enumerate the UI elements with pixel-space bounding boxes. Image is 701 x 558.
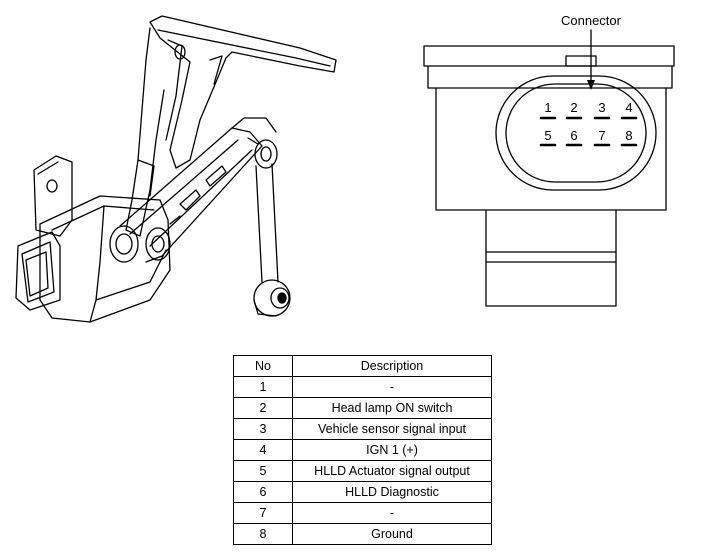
pin-number: 5 (544, 128, 551, 143)
pin-description: HLLD Actuator signal output (292, 460, 492, 482)
sensor-diagram: Connector 1 2 3 4 5 6 7 8 (15, 13, 675, 323)
table-row: 3 Vehicle sensor signal input (233, 418, 492, 440)
pin-number: 6 (570, 128, 577, 143)
connector-top-flange (423, 45, 675, 67)
pin-number: 1 (544, 100, 551, 115)
pin-number: 7 (598, 128, 605, 143)
table-row: 6 HLLD Diagnostic (233, 481, 492, 503)
header-description: Description (292, 355, 492, 377)
pin-number: 3 (598, 100, 605, 115)
pin-no: 1 (233, 376, 293, 398)
pin-description: - (292, 502, 492, 524)
pin-table: No Description 1 - 2 Head lamp ON switch… (233, 355, 492, 545)
pin-no: 4 (233, 439, 293, 461)
pin-description: Ground (292, 523, 492, 545)
pin-description: HLLD Diagnostic (292, 481, 492, 503)
pin-no: 7 (233, 502, 293, 524)
table-row: 2 Head lamp ON switch (233, 397, 492, 419)
table-row: 5 HLLD Actuator signal output (233, 460, 492, 482)
sensor-illustration (15, 15, 337, 323)
pin-number: 2 (570, 100, 577, 115)
table-row: 7 - (233, 502, 492, 524)
connector-front-view (423, 29, 675, 307)
connector-shroud (495, 75, 657, 191)
connector-label: Connector (561, 13, 622, 28)
table-header-row: No Description (233, 355, 492, 377)
pin-number: 8 (625, 128, 632, 143)
table-row: 8 Ground (233, 523, 492, 545)
header-no: No (233, 355, 293, 377)
pin-description: - (292, 376, 492, 398)
pin-number: 4 (625, 100, 632, 115)
pin-no: 6 (233, 481, 293, 503)
table-row: 1 - (233, 376, 492, 398)
pin-description: Vehicle sensor signal input (292, 418, 492, 440)
pin-no: 5 (233, 460, 293, 482)
pin-no: 3 (233, 418, 293, 440)
pin-no: 8 (233, 523, 293, 545)
pin-no: 2 (233, 397, 293, 419)
table-row: 4 IGN 1 (+) (233, 439, 492, 461)
pin-description: Head lamp ON switch (292, 397, 492, 419)
pin-description: IGN 1 (+) (292, 439, 492, 461)
